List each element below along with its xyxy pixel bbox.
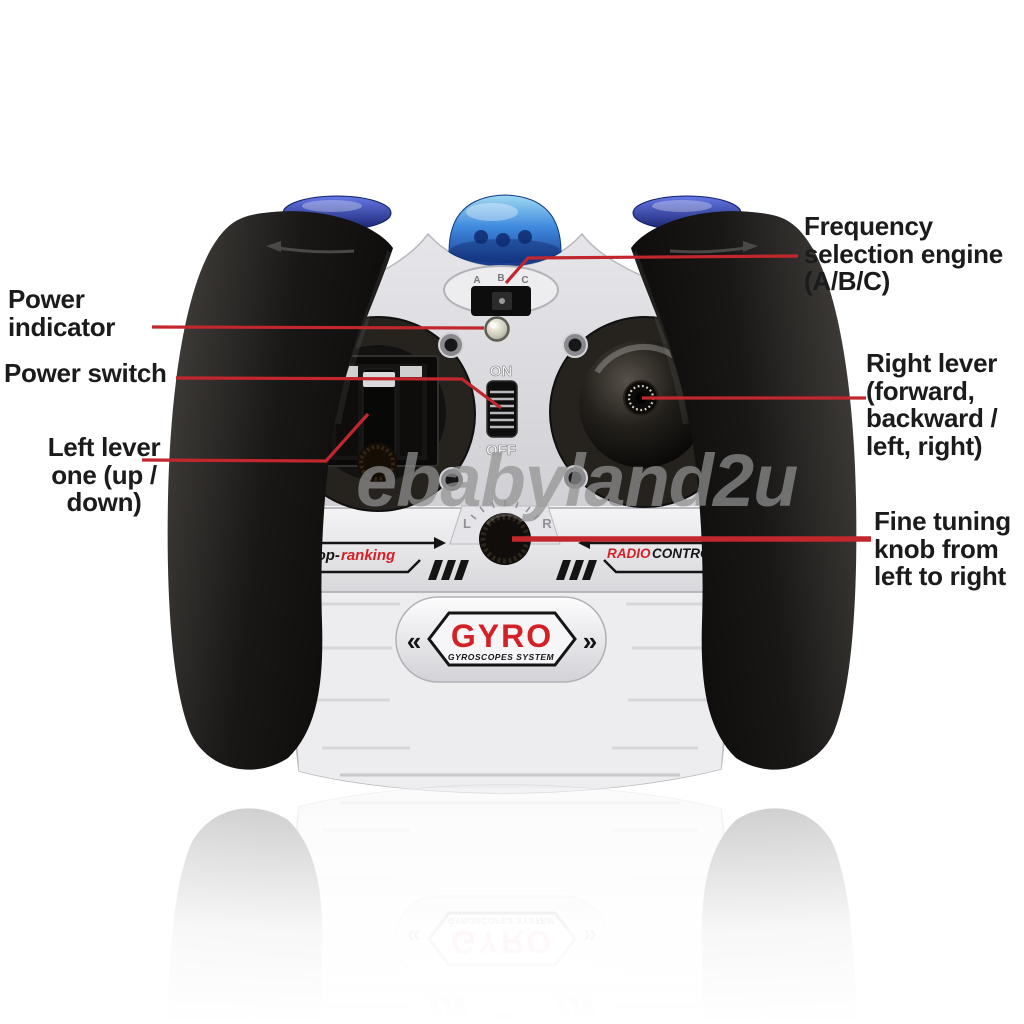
- power-switch-label: Power switch: [4, 358, 167, 388]
- power-indicator-callout-line: [151, 325, 485, 330]
- label-line: Frequency: [804, 211, 933, 241]
- gyro-badge: « » GYRO GYROSCOPES SYSTEM: [395, 596, 607, 683]
- label-line: Right lever: [866, 348, 998, 378]
- label-line: selection engine: [804, 238, 1003, 269]
- off-label: OFF: [486, 442, 516, 459]
- decal-radio: RADIO: [607, 546, 651, 561]
- frequency-callout-line: [504, 254, 799, 285]
- label-line: backward /: [866, 403, 998, 433]
- label-line: left, right): [866, 430, 983, 461]
- fine-tuning-label: Fine tuning knob from left to right: [874, 506, 1011, 591]
- power-switch: ON OFF: [486, 363, 518, 459]
- frequency-label: Frequency selection engine (A/B/C): [804, 211, 1003, 296]
- label-line: Left lever: [47, 432, 161, 462]
- badge-left-chevrons: «: [407, 626, 421, 656]
- label-line: knob from: [874, 533, 999, 564]
- on-label: ON: [490, 363, 513, 380]
- power-indicator-led: [484, 316, 510, 342]
- right-lever-label: Right lever (forward, backward / left, r…: [866, 348, 998, 461]
- watermark-text: ebabyland2u: [356, 439, 798, 522]
- label-line: one (up /: [51, 459, 157, 490]
- antenna-dome: [448, 194, 562, 267]
- label-line: Power switch: [4, 358, 167, 388]
- label-line: indicator: [8, 311, 116, 342]
- left-grip: [167, 211, 393, 770]
- decal-ranking: ranking: [341, 547, 395, 564]
- badge-title: GYRO: [451, 618, 553, 654]
- left-lever-callout-line: [141, 412, 370, 463]
- power-switch-callout-line: [175, 376, 502, 410]
- label-line: Fine tuning: [874, 506, 1011, 536]
- freq-letter-c: C: [521, 275, 528, 286]
- badge-subtitle: GYROSCOPES SYSTEM: [448, 652, 555, 662]
- label-line: down): [66, 487, 142, 517]
- label-line: Power: [8, 284, 85, 314]
- fine-tuning-knob: L R: [463, 500, 552, 565]
- label-line: left to right: [874, 561, 1006, 591]
- power-indicator-label: Power indicator: [8, 284, 116, 342]
- badge-right-chevrons: »: [583, 626, 597, 656]
- frequency-switch: A B C: [443, 265, 559, 316]
- left-lever-label: Left lever one (up / down): [4, 432, 204, 517]
- freq-letter-b: B: [497, 273, 504, 284]
- tuning-right-label: R: [542, 516, 552, 531]
- tuning-left-label: L: [463, 516, 471, 531]
- label-line: (forward,: [866, 375, 975, 406]
- freq-letter-a: A: [473, 275, 480, 286]
- label-line: (A/B/C): [804, 266, 890, 296]
